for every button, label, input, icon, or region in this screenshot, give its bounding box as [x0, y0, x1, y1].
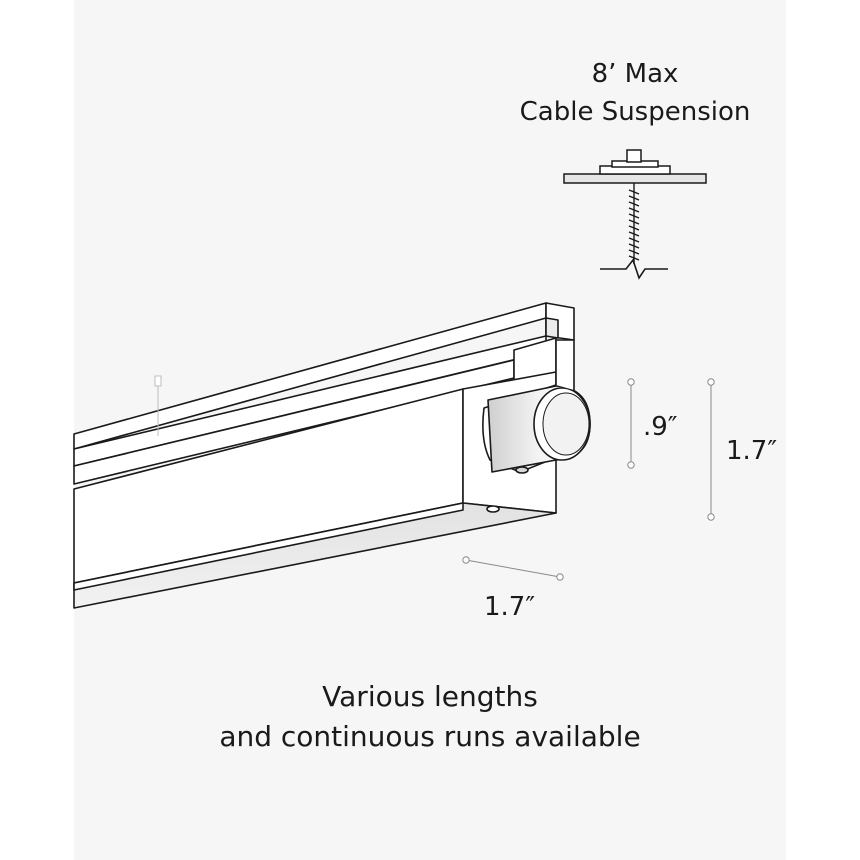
dimension-lines — [462, 378, 715, 581]
dim-line-width — [465, 559, 561, 578]
availability-note-line2: and continuous runs available — [219, 720, 641, 753]
cable-suspension-line1: 8’ Max — [591, 59, 679, 89]
cable-break-symbol — [600, 258, 668, 280]
ceiling-canopy — [563, 149, 707, 184]
cable-suspension-line2: Cable Suspension — [519, 97, 751, 127]
cable-suspension-label: 8’ Max Cable Suspension — [500, 55, 770, 131]
linear-fixture — [73, 302, 591, 609]
dimension-width: 1.7″ — [484, 592, 536, 622]
availability-note: Various lengths and continuous runs avai… — [180, 677, 680, 757]
dimension-height-large: 1.7″ — [726, 436, 778, 466]
dimension-height-small: .9″ — [643, 412, 678, 442]
cable-thread — [628, 183, 640, 264]
availability-note-line1: Various lengths — [322, 680, 538, 713]
suspension-wire — [154, 375, 162, 436]
